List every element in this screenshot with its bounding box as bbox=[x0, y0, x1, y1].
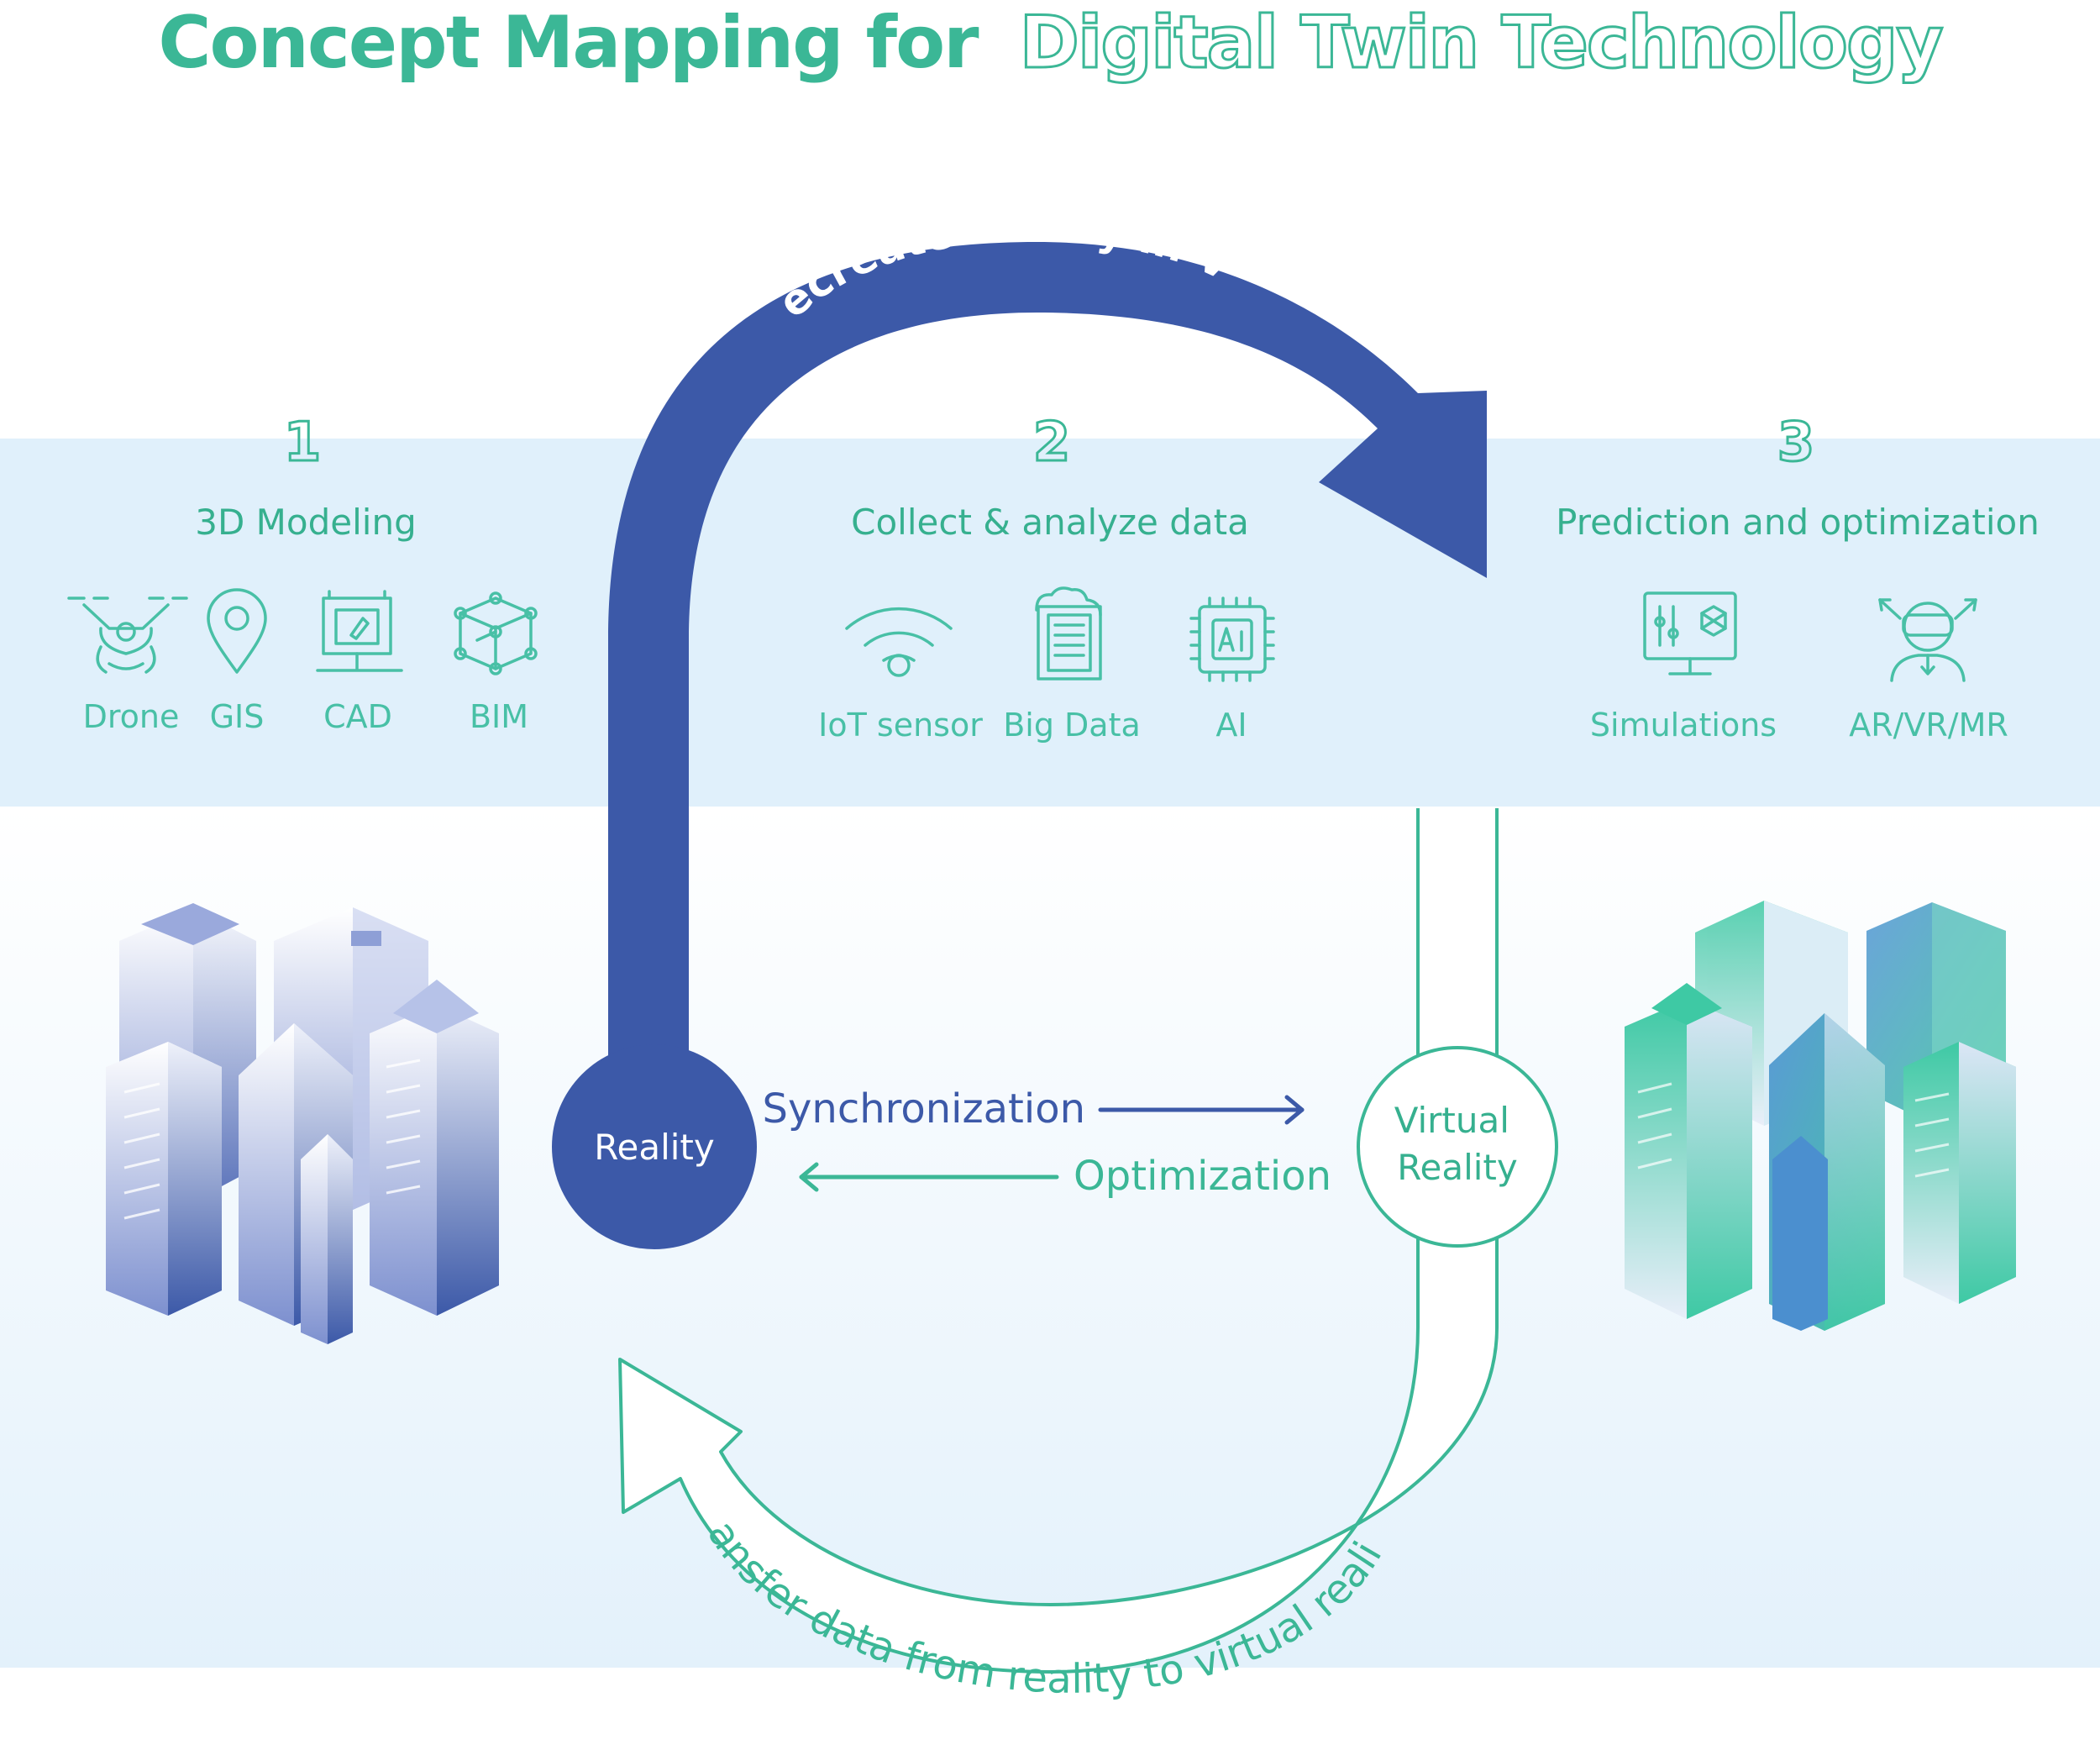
step-2-number: 2 bbox=[1033, 412, 1071, 474]
virtual-reality-label: Virtual Reality bbox=[1394, 1100, 1521, 1188]
cube-network-icon bbox=[454, 591, 538, 675]
building bbox=[370, 980, 499, 1316]
vr-headset-icon bbox=[1878, 598, 1977, 682]
building bbox=[1625, 983, 1752, 1319]
cad-label: CAD bbox=[323, 698, 392, 735]
title-part-1: Concept Mapping for bbox=[158, 1, 979, 85]
bim-label: BIM bbox=[470, 698, 528, 735]
synchronization-label: Synchronization bbox=[763, 1085, 1085, 1133]
steps-band bbox=[0, 439, 2100, 807]
step-3-number: 3 bbox=[1777, 412, 1815, 474]
iot-sensor-label: IoT sensor bbox=[818, 707, 983, 744]
ai-label: AI bbox=[1215, 707, 1247, 744]
reality-city-illustration bbox=[106, 903, 499, 1344]
step-2-heading: Collect & analyze data bbox=[851, 502, 1249, 543]
virtual-reality-node bbox=[1357, 1046, 1558, 1248]
virtual-city-illustration bbox=[1625, 901, 2016, 1331]
building bbox=[106, 1042, 222, 1316]
building bbox=[1772, 1136, 1828, 1331]
ai-chip-icon bbox=[1189, 596, 1275, 682]
big-data-label: Big Data bbox=[1003, 707, 1141, 744]
page-title: Concept Mapping for Digital Twin Technol… bbox=[158, 1, 1942, 85]
synchronization-arrow bbox=[1098, 1095, 1305, 1125]
reality-node bbox=[552, 1044, 757, 1249]
building bbox=[1903, 1042, 2016, 1304]
step-1-group: 1 3D Modeling Drone GIS CAD bbox=[67, 411, 538, 735]
step-1-heading: 3D Modeling bbox=[195, 502, 416, 543]
transfer-arrow bbox=[618, 808, 1499, 1674]
step-3-heading: Prediction and optimization bbox=[1556, 502, 2040, 543]
optimization-arrow bbox=[799, 1162, 1059, 1192]
virtual-label-line-1: Virtual bbox=[1394, 1100, 1509, 1141]
monitor-simulation-icon bbox=[1643, 591, 1737, 675]
drone-icon bbox=[67, 596, 188, 674]
step-1-number: 1 bbox=[284, 412, 322, 474]
drone-label: Drone bbox=[83, 698, 180, 735]
map-pin-icon bbox=[207, 588, 267, 674]
wifi-icon bbox=[845, 607, 953, 677]
step-2-group: 2 Collect & analyze data IoT sensor Big … bbox=[818, 411, 1275, 744]
reality-label: Reality bbox=[594, 1127, 715, 1168]
gis-label: GIS bbox=[210, 698, 265, 735]
simulations-label: Simulations bbox=[1590, 707, 1777, 744]
building bbox=[301, 1134, 353, 1344]
cloud-server-icon bbox=[1035, 586, 1102, 681]
title-part-2: Digital Twin Technology bbox=[1020, 1, 1943, 85]
drafting-board-icon bbox=[316, 590, 403, 672]
virtual-label-line-2: Reality bbox=[1397, 1147, 1518, 1188]
ar-vr-mr-label: AR/VR/MR bbox=[1849, 707, 2008, 744]
optimization-label: Optimization bbox=[1074, 1153, 1331, 1200]
step-3-group: 3 Prediction and optimization Simulation… bbox=[1556, 411, 2040, 744]
